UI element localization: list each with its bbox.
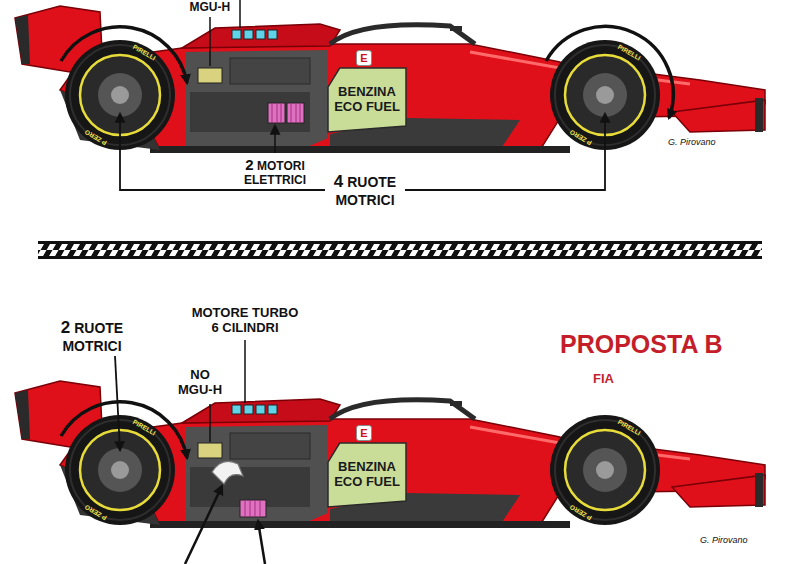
logo-badge: E [356, 50, 372, 66]
car-bottom [15, 381, 765, 528]
leader-line [209, 17, 211, 66]
removed-mgu-h [198, 443, 222, 458]
callout-label: 4 RUOTE MOTRICI [329, 172, 401, 208]
cylinder [244, 30, 253, 39]
leader-arrow [115, 356, 120, 450]
panel-shape [328, 443, 406, 507]
proposal-title: PROPOSTA B [560, 330, 723, 359]
cylinder [232, 405, 241, 414]
logo-badge: E [356, 425, 372, 441]
bracket-line [120, 114, 325, 190]
rotation-arrow [61, 27, 187, 83]
checkered-band [38, 241, 762, 259]
bracket-line [405, 114, 605, 190]
cylinder [256, 30, 265, 39]
leader-arrow [185, 486, 222, 564]
motor-stripes [272, 103, 300, 123]
fuel-panel: BENZINA ECO FUEL [328, 443, 406, 507]
leader-line [209, 404, 211, 442]
badge-letter: E [360, 53, 367, 64]
cylinder [256, 405, 265, 414]
checkered-pattern [38, 244, 762, 256]
callout-label: 2 RUOTE MOTRICI [56, 318, 128, 354]
leader-arrow [258, 521, 265, 564]
leader-line [244, 340, 246, 403]
leader-line [239, 0, 241, 28]
motor-stripes [245, 500, 260, 517]
leader-arrow [274, 126, 276, 153]
panel-text: BENZINA ECO FUEL [332, 85, 402, 115]
part-label: MGU-H [190, 1, 231, 15]
electric-motor [240, 500, 266, 517]
mgu-h-unit [198, 68, 222, 83]
car-top [15, 6, 765, 153]
cylinder [232, 30, 241, 39]
panel-text: BENZINA ECO FUEL [332, 460, 402, 490]
turbo-pipe [212, 461, 243, 484]
credit-text: G. Pirovano [700, 535, 748, 545]
rotation-arrow [61, 402, 187, 458]
callout-label: NO MGU-H [174, 368, 226, 398]
panel-shape [328, 68, 406, 132]
callout-label: MOTORE TURBO 6 CILINDRI [188, 306, 302, 336]
fuel-panel: BENZINA ECO FUEL [328, 68, 406, 132]
cylinder [244, 405, 253, 414]
credit-text: G. Pirovano [668, 137, 716, 147]
callout-label: 2 MOTORI ELETTRICI [240, 156, 310, 188]
proposal-source: FIA [593, 372, 614, 387]
cylinder [268, 405, 277, 414]
rotation-arrow [546, 26, 673, 118]
cylinder [268, 30, 277, 39]
badge-letter: E [360, 428, 367, 439]
